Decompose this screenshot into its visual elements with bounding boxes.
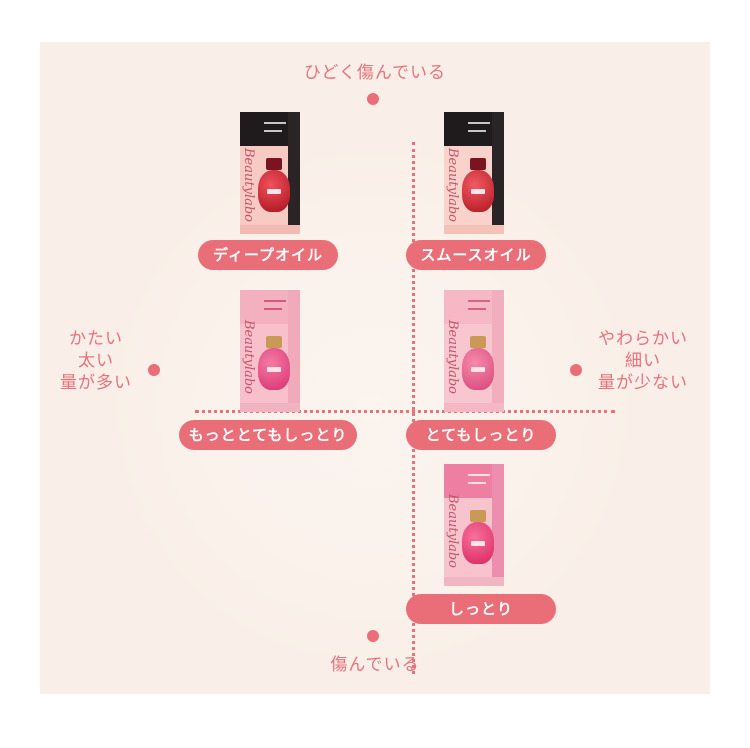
axis-label-top: ひどく傷んでいる <box>303 63 447 83</box>
axis-label-right: やわらかい 細い 量が少ない <box>588 328 698 394</box>
brand-logo: Beautylabo <box>445 494 460 568</box>
product-smooth-oil: Beautylabo <box>444 112 504 234</box>
product-deep-oil: Beautylabo <box>240 112 300 234</box>
axis-label-right-line-2: 細い <box>625 351 661 372</box>
brand-logo: Beautylabo <box>445 148 460 222</box>
brand-logo: Beautylabo <box>241 320 256 394</box>
axis-label-right-line-3: 量が少ない <box>598 373 688 394</box>
brand-logo: Beautylabo <box>241 148 256 222</box>
axis-label-left: かたい 太い 量が多い <box>50 328 142 394</box>
horizontal-axis-line <box>195 410 615 413</box>
product-label-smooth-oil: スムースオイル <box>406 240 546 270</box>
axis-dot-left <box>148 364 160 376</box>
axis-dot-top <box>367 93 379 105</box>
background-glow <box>112 147 632 667</box>
product-label-more-moist: もっととてもしっとり <box>179 420 357 450</box>
axis-label-left-line-1: かたい <box>69 329 123 349</box>
axis-dot-bottom <box>367 630 379 642</box>
product-label-deep-oil: ディープオイル <box>198 240 338 270</box>
axis-label-right-line-1: やわらかい <box>598 329 688 349</box>
product-moist: Beautylabo <box>444 464 504 586</box>
product-label-very-moist: とてもしっとり <box>406 420 556 450</box>
product-label-moist: しっとり <box>406 594 556 624</box>
axis-label-bottom: 傷んでいる <box>330 655 420 675</box>
positioning-map: ひどく傷んでいる 傷んでいる かたい 太い 量が多い やわらかい 細い 量が少な… <box>40 42 710 694</box>
axis-dot-right <box>570 364 582 376</box>
axis-label-left-line-3: 量が多い <box>60 373 132 394</box>
product-more-moist: Beautylabo <box>240 290 300 412</box>
product-very-moist: Beautylabo <box>444 290 504 412</box>
brand-logo: Beautylabo <box>445 320 460 394</box>
axis-label-left-line-2: 太い <box>78 351 114 372</box>
vertical-axis-line <box>412 142 415 674</box>
